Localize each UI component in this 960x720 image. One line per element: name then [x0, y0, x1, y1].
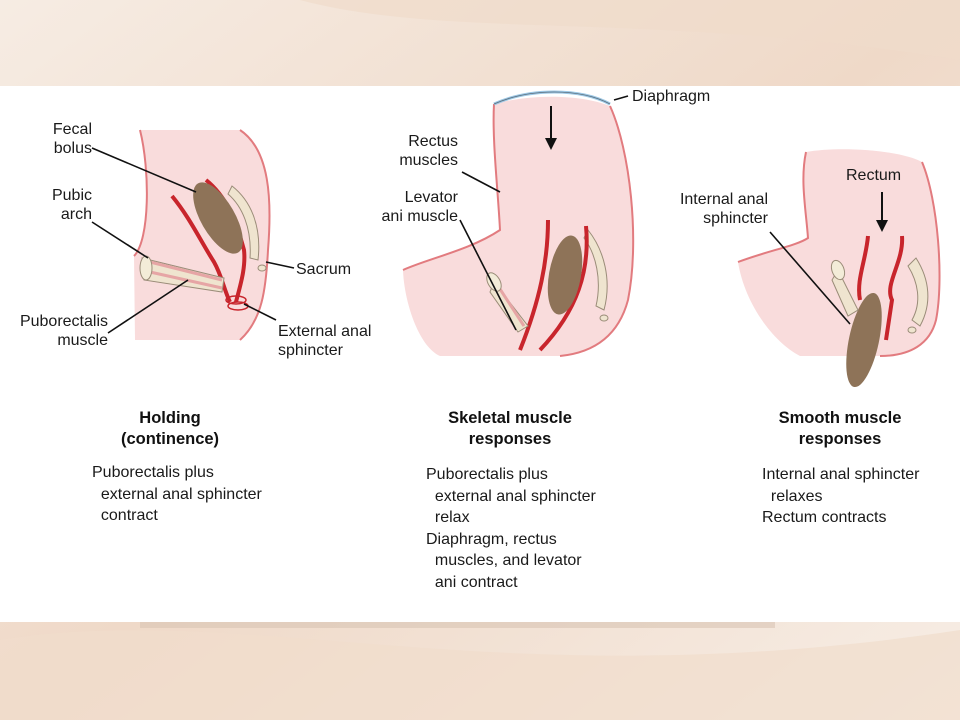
sacrum-bone-3 [907, 257, 929, 334]
label-internal-sphincter: Internal anal sphincter [679, 191, 768, 227]
pubic-arch-1 [139, 255, 225, 293]
label-sacrum: Sacrum [296, 261, 352, 278]
label-pubic-arch: Pubic arch [51, 187, 92, 223]
label-external-sphincter: External anal sphincter [278, 323, 372, 359]
label-puborectalis: Puborectalis muscle [19, 313, 108, 349]
label-rectum: Rectum [846, 167, 902, 184]
label-fecal-bolus: Fecal bolus [52, 121, 92, 157]
fecal-bolus-2 [547, 235, 583, 315]
holding-illustration [91, 129, 295, 341]
rectum-wall-1a [170, 194, 232, 303]
arrow-down-2 [545, 106, 557, 150]
label-levator: Levator ani muscle [381, 189, 458, 225]
skeletal-illustration [402, 90, 635, 357]
text-holding: Puborectalis plus external anal sphincte… [92, 464, 262, 524]
heading-holding: Holding (continence) [120, 409, 220, 448]
sacrum-bone [227, 185, 267, 272]
heading-smooth: Smooth muscle responses [778, 409, 902, 448]
label-diaphragm: Diaphragm [632, 88, 711, 105]
fecal-bolus-3 [846, 292, 882, 388]
label-rectus: Rectus muscles [399, 133, 458, 169]
body-outline-1 [134, 130, 270, 340]
rectum-wall-2a [518, 219, 550, 351]
rectum-wall-3a [857, 235, 870, 301]
body-outline-3 [738, 149, 940, 356]
text-skeletal: Puborectalis plus external anal sphincte… [426, 466, 596, 591]
rectum-wall-2b [538, 225, 589, 352]
heading-skeletal: Skeletal muscle responses [448, 409, 572, 448]
pubic-arch-3 [830, 259, 859, 317]
pubic-arch-2 [486, 272, 529, 333]
text-smooth: Internal anal sphincter relaxes Rectum c… [762, 466, 920, 526]
rectum-wall-3b [884, 235, 905, 341]
arrow-down-3 [876, 192, 888, 232]
smooth-illustration [737, 149, 941, 388]
fecal-bolus-1 [193, 182, 243, 254]
sacrum-bone-2 [583, 229, 609, 322]
